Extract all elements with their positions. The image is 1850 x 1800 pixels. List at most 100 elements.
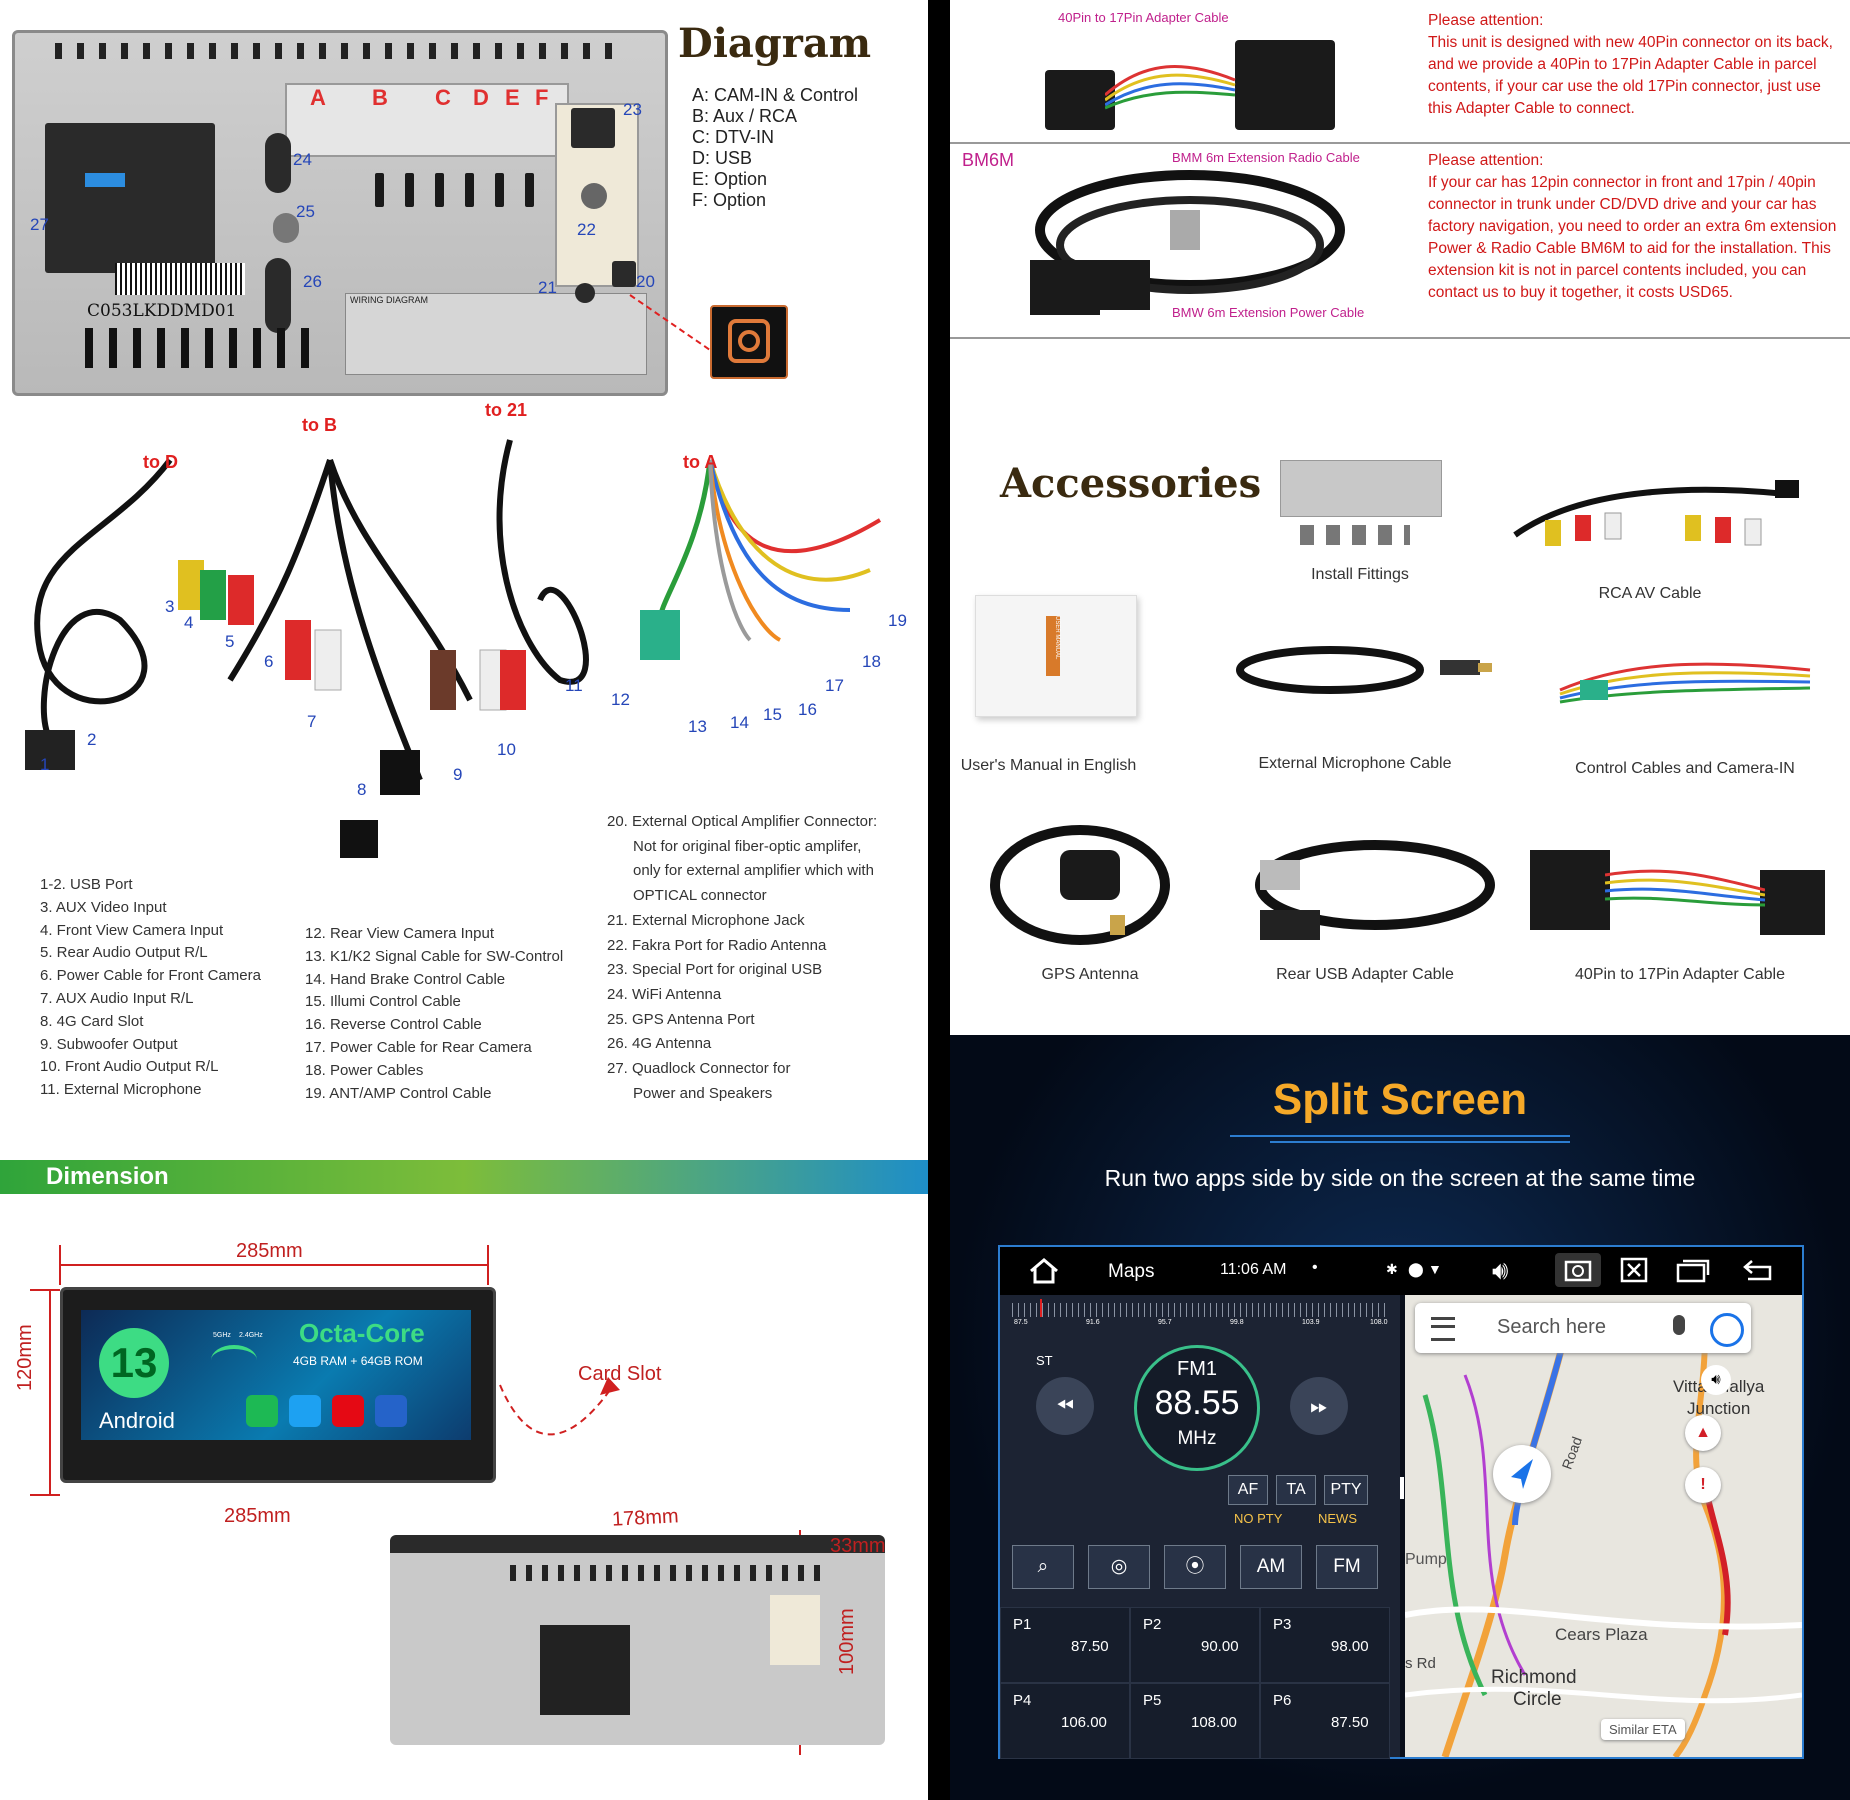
map-place: Cears Plaza: [1555, 1625, 1648, 1644]
signal-button[interactable]: ⦿: [1164, 1545, 1226, 1589]
preset-p4[interactable]: P4 106.00: [1000, 1683, 1130, 1759]
unit-number-21: 21: [538, 278, 557, 297]
cable-num-6: 6: [264, 652, 274, 671]
search-station-button[interactable]: ⌕: [1012, 1545, 1074, 1589]
cable-num-15: 15: [763, 705, 782, 724]
no-pty-label: NO PTY: [1234, 1511, 1283, 1526]
legend-b: B: Aux / RCA: [692, 106, 798, 126]
port-item: 3. AUX Video Input: [40, 898, 167, 916]
legend-d: D: USB: [692, 148, 753, 168]
am-button[interactable]: AM: [1240, 1545, 1302, 1589]
port-item: 8. 4G Card Slot: [40, 1012, 144, 1030]
row-border-top: [950, 142, 1850, 144]
port-item: 11. External Microphone: [40, 1081, 202, 1099]
seek-forward-button[interactable]: ⏩︎: [1290, 1377, 1348, 1435]
pty-button[interactable]: PTY: [1324, 1475, 1368, 1505]
preset-p3[interactable]: P3 98.00: [1260, 1607, 1390, 1683]
volume-icon[interactable]: 🔊︎: [1492, 1255, 1509, 1285]
menu-icon[interactable]: [1431, 1317, 1455, 1341]
signal-icon: ▼: [1428, 1261, 1442, 1277]
accessory-label-rca-cable: RCA AV Cable: [1598, 585, 1702, 602]
port-item: 27. Quadlock Connector for: [607, 1060, 791, 1078]
mic-icon[interactable]: [1673, 1315, 1685, 1335]
cables-section: 40Pin to 17Pin Adapter Cable Please atte…: [950, 0, 1850, 340]
back-icon[interactable]: [1742, 1257, 1778, 1283]
dimension-title: Dimension: [46, 1163, 169, 1190]
head-unit-rear-view: [390, 1535, 885, 1745]
stereo-toggle-button[interactable]: ◎: [1088, 1545, 1150, 1589]
connector-block: [285, 83, 569, 157]
height-label: 120mm: [14, 1324, 36, 1391]
width-top-label: 285mm: [236, 1240, 303, 1262]
photo-app-icon: [375, 1395, 407, 1427]
row-border-bottom: [950, 337, 1850, 339]
cable-num-17: 17: [825, 676, 844, 695]
power-cable-label: BMW 6m Extension Power Cable: [1172, 305, 1365, 320]
wifi-24-label: 2.4GHz: [239, 1332, 263, 1339]
preset-p6[interactable]: P6 87.50: [1260, 1683, 1390, 1759]
gps-antenna-image: [990, 825, 1170, 945]
preset-p2[interactable]: P2 90.00: [1130, 1607, 1260, 1683]
compass-icon[interactable]: ▲: [1685, 1415, 1721, 1451]
wifi-antenna-post: [265, 133, 291, 193]
screenshot-icon[interactable]: [1555, 1253, 1601, 1287]
bm6m-label: BM6M: [962, 150, 1015, 170]
cable-num-9: 9: [453, 765, 463, 784]
original-usb-port: [571, 108, 615, 148]
ta-button[interactable]: TA: [1276, 1475, 1316, 1505]
map-place: s Rd: [1405, 1655, 1436, 1672]
connector-label-d: D: [473, 85, 489, 110]
preset-p5[interactable]: P5 108.00: [1130, 1683, 1260, 1759]
scale-tick: 99.8: [1230, 1319, 1244, 1326]
install-fittings-image: [1280, 460, 1442, 550]
accessory-label-rear-usb: Rear USB Adapter Cable: [1276, 966, 1454, 983]
preset-freq: 108.00: [1191, 1714, 1237, 1731]
split-divider-handle[interactable]: [1400, 1477, 1404, 1499]
control-cables-image: [1559, 662, 1811, 704]
port-item: 5. Rear Audio Output R/L: [40, 944, 208, 962]
seek-back-button[interactable]: ⏪︎: [1036, 1377, 1094, 1435]
quadlock-connector: [45, 123, 215, 273]
legend-c: C: DTV-IN: [692, 127, 775, 147]
port-item: 9. Subwoofer Output: [40, 1035, 178, 1053]
map-place: Junction: [1687, 1399, 1751, 1418]
accessory-label-adapter: 40Pin to 17Pin Adapter Cable: [1575, 966, 1785, 983]
port-item: 23. Special Port for original USB: [607, 961, 823, 979]
port-item: 7. AUX Audio Input R/L: [40, 989, 194, 1007]
port-item: 10. Front Audio Output R/L: [40, 1058, 219, 1076]
title-underline: [1230, 1135, 1570, 1137]
accessories-title: Accessories: [1000, 460, 1262, 507]
af-button[interactable]: AF: [1228, 1475, 1268, 1505]
port-item: 6. Power Cable for Front Camera: [40, 967, 261, 985]
connector-label-a: A: [310, 85, 326, 110]
home-icon[interactable]: [1028, 1257, 1058, 1284]
port-item: 13. K1/K2 Signal Cable for SW-Control: [305, 947, 564, 965]
frequency-dial: FM1 88.55 MHz: [1134, 1345, 1260, 1471]
port-item: Not for original fiber-optic amplifer,: [633, 837, 862, 855]
vent-slot: [375, 173, 384, 207]
recent-apps-icon[interactable]: [1676, 1257, 1710, 1283]
preset-freq: 87.50: [1071, 1638, 1109, 1655]
volume-fab-icon[interactable]: 🔊︎: [1701, 1365, 1731, 1395]
to-b-label: to B: [302, 415, 337, 435]
scale-tick: 87.5: [1014, 1319, 1028, 1326]
memory-label: 4GB RAM + 64GB ROM: [293, 1354, 423, 1368]
close-window-icon[interactable]: [1620, 1257, 1648, 1283]
scale-tick: 108.0: [1370, 1319, 1388, 1326]
dimension-bar: Dimension: [0, 1160, 928, 1194]
cable-num-10: 10: [497, 740, 516, 759]
status-dot: •: [1312, 1259, 1318, 1276]
cable-num-2: 2: [87, 730, 97, 749]
preset-p1[interactable]: P1 87.50: [1000, 1607, 1130, 1683]
wifi-icon: [211, 1345, 257, 1375]
alert-icon[interactable]: !: [1685, 1467, 1721, 1503]
fm-button[interactable]: FM: [1316, 1545, 1378, 1589]
accessory-label-mic-cable: External Microphone Cable: [1258, 755, 1452, 772]
unit-number-27: 27: [30, 215, 49, 234]
connector-40pin-acc: [1530, 850, 1610, 930]
vent-slot: [525, 173, 534, 207]
search-bar[interactable]: Search here: [1415, 1303, 1751, 1353]
account-icon[interactable]: [1710, 1313, 1744, 1347]
cpu-label: Octa-Core: [299, 1318, 425, 1348]
attention-2-title: Please attention:: [1428, 152, 1544, 169]
